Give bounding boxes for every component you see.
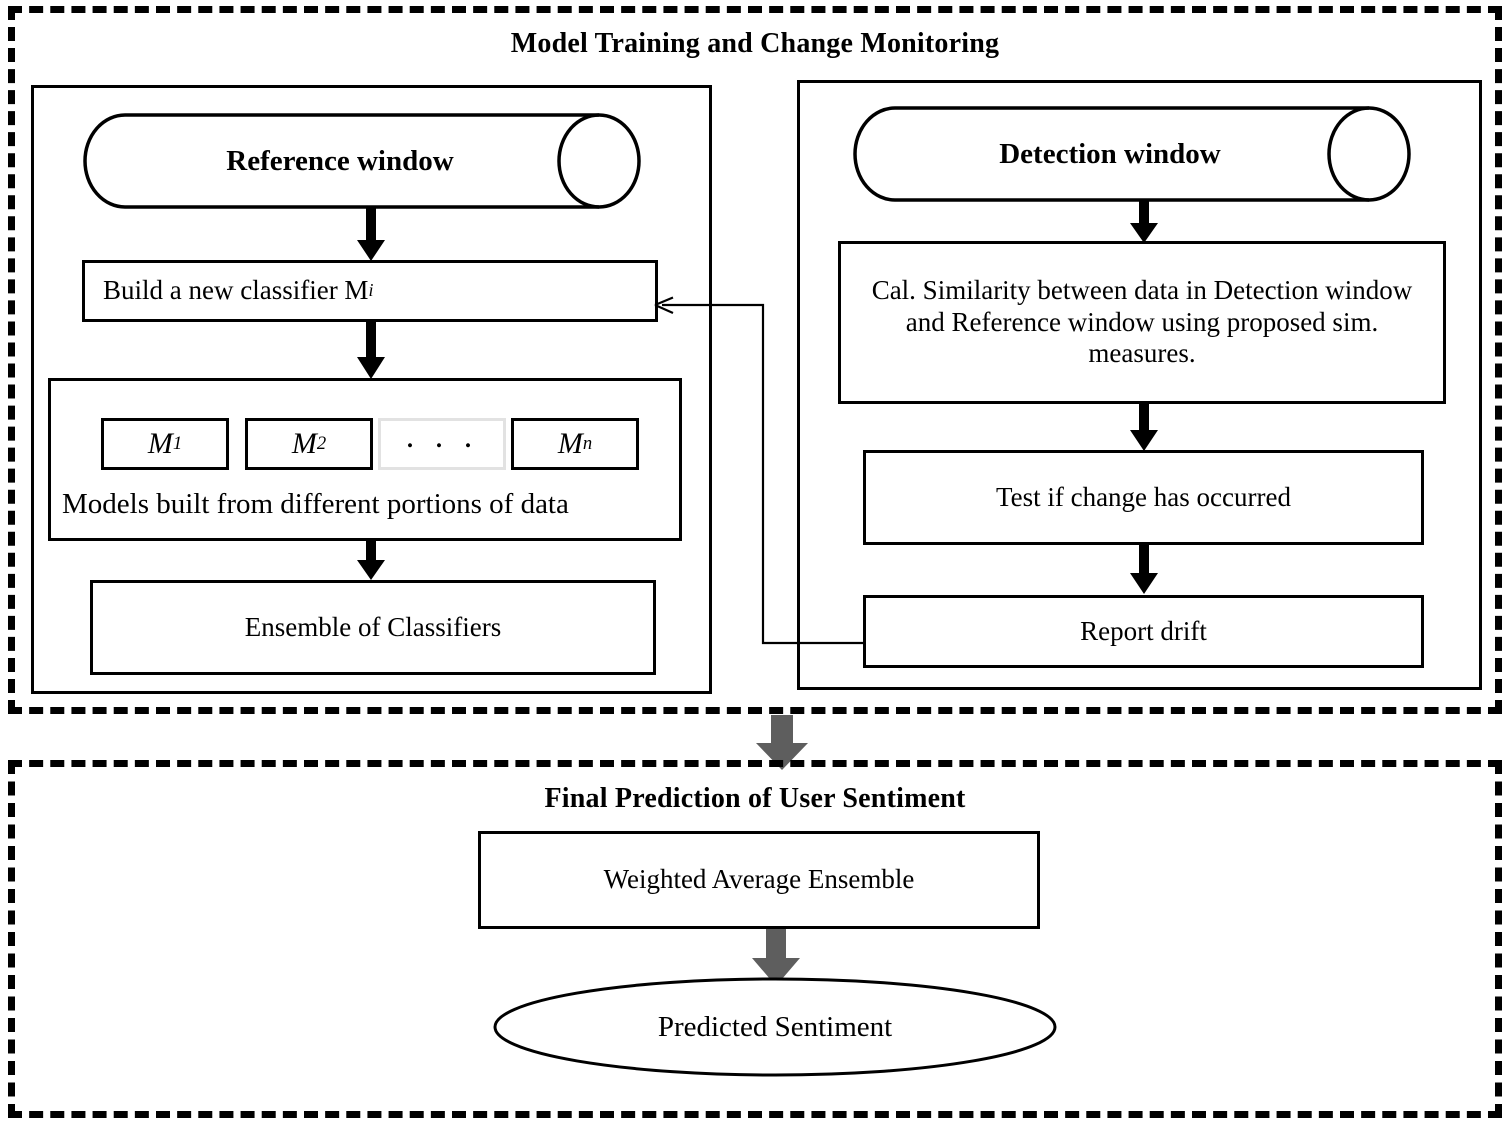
similarity-label: Cal. Similarity between data in Detectio… xyxy=(871,274,1413,369)
down-arrow-icon-detection-to-similarity xyxy=(1129,200,1159,244)
detection-window-label: Detection window xyxy=(999,137,1221,170)
group-title-top: Model Training and Change Monitoring xyxy=(510,28,1000,59)
build-classifier-label: Build a new classifier M xyxy=(103,275,369,306)
ellipse-predicted-sentiment: Predicted Sentiment xyxy=(492,976,1058,1078)
group-title-bottom: Final Prediction of User Sentiment xyxy=(544,783,966,814)
ensemble-label: Ensemble of Classifiers xyxy=(244,611,502,642)
reference-window-label: Reference window xyxy=(226,144,454,177)
ellipsis-label: . . . xyxy=(405,418,479,456)
group-final-prediction-of-user-sentiment xyxy=(8,760,1502,1118)
report-drift-label: Report drift xyxy=(1080,615,1207,646)
model-box-ellipsis: . . . xyxy=(378,418,506,470)
box-ensemble-of-classifiers: Ensemble of Classifiers xyxy=(90,580,656,675)
group-model-training-and-change-monitoring xyxy=(8,6,1502,714)
predicted-sentiment-label: Predicted Sentiment xyxy=(657,1010,893,1043)
models-caption: Models built from different portions of … xyxy=(62,488,569,520)
model-box-n-label: M xyxy=(557,427,583,460)
reference-window-cylinder: Reference window xyxy=(83,113,641,209)
box-report-drift: Report drift xyxy=(863,595,1424,668)
feedback-connector-icon xyxy=(650,296,870,652)
box-calculate-similarity: Cal. Similarity between data in Detectio… xyxy=(838,241,1446,404)
down-arrow-icon-test-to-report xyxy=(1129,545,1159,595)
box-weighted-average-ensemble: Weighted Average Ensemble xyxy=(478,831,1040,929)
detection-window-cylinder: Detection window xyxy=(853,106,1411,202)
down-arrow-icon-models-to-ensemble xyxy=(356,541,386,581)
model-box-2-label: M xyxy=(291,427,317,460)
gray-down-arrow-icon-section-link xyxy=(755,715,809,771)
gray-down-arrow-icon-to-predicted-sentiment xyxy=(751,929,801,987)
box-test-if-change-occurred: Test if change has occurred xyxy=(863,450,1424,545)
weighted-average-label: Weighted Average Ensemble xyxy=(603,864,915,895)
down-arrow-icon-ref-to-build xyxy=(356,208,386,262)
down-arrow-icon-build-to-models xyxy=(356,322,386,380)
build-classifier-subscript: i xyxy=(368,280,374,301)
down-arrow-icon-similarity-to-test xyxy=(1129,404,1159,452)
model-box-1-label: M xyxy=(147,427,173,460)
test-change-label: Test if change has occurred xyxy=(996,481,1291,512)
